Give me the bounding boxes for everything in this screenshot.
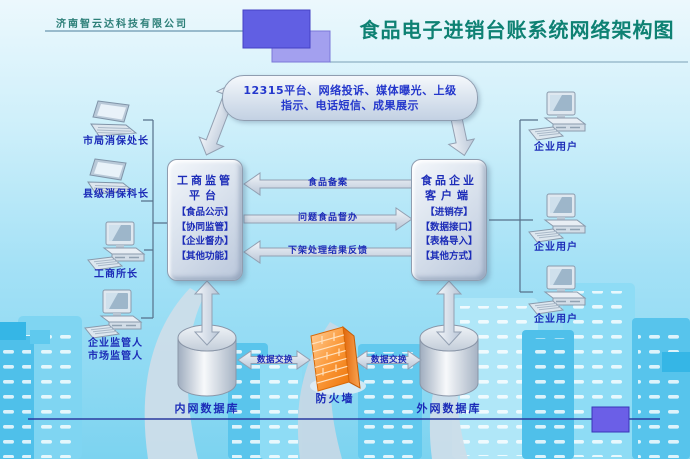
extranet-db-label: 外网数据库 xyxy=(416,402,482,415)
client-db-arrow xyxy=(435,280,463,346)
flow-feedback-label: 下架处理结果反馈 xyxy=(287,246,368,256)
client-item: 【其他方式】 xyxy=(420,250,478,262)
left-bus-lines xyxy=(141,119,167,319)
problem-food-arrow xyxy=(243,207,413,231)
platform-item: 【协同监管】 xyxy=(176,221,234,233)
client-label-enterprise-user-2: 企业用户 xyxy=(534,242,578,253)
bottom-network-node xyxy=(591,406,630,433)
channels-callout: 12315平台、网络投诉、媒体曝光、上级 指示、电话短信、成果展示 xyxy=(222,75,478,121)
client-title: 食品企业 xyxy=(421,174,477,187)
platform-title2: 平台 xyxy=(189,189,221,202)
firewall-icon xyxy=(310,325,366,395)
client-label-line1: 企业监管人 xyxy=(88,338,143,349)
exchange-right-arrow xyxy=(353,350,422,370)
deco-rect-dark xyxy=(242,9,311,49)
client-label-city-bureau: 市局消保处长 xyxy=(83,136,149,147)
platform-item: 【其他功能】 xyxy=(176,250,234,262)
laptop-icon xyxy=(90,100,137,137)
page-title: 食品电子进销台账系统网络架构图 xyxy=(359,18,675,42)
flow-problem-food-label: 问题食品督办 xyxy=(297,213,358,223)
intranet-db-label: 内网数据库 xyxy=(174,402,240,415)
exchange-left-arrow xyxy=(237,350,311,370)
company-name: 济南智云达科技有限公司 xyxy=(56,19,188,30)
enterprise-client-box: 食品企业 客户端 【进销存】 【数据接口】 【表格导入】 【其他方式】 xyxy=(411,159,487,281)
platform-item: 【食品公示】 xyxy=(176,207,234,218)
callout-line2: 指示、电话短信、成果展示 xyxy=(281,99,419,112)
client-item: 【表格导入】 xyxy=(420,236,478,247)
building-cube xyxy=(30,330,50,344)
flow-food-record-label: 食品备案 xyxy=(307,178,348,188)
desktop-computer-icon xyxy=(84,289,142,339)
client-label-enterprise-user-1: 企业用户 xyxy=(534,142,578,153)
desktop-computer-icon xyxy=(87,221,145,271)
exchange-right-label: 数据交换 xyxy=(370,355,407,365)
right-bus-lines xyxy=(489,119,538,293)
client-label-supervisors: 企业监管人 市场监管人 xyxy=(68,337,163,363)
building-cube xyxy=(662,352,690,372)
platform-title: 工商监管 xyxy=(177,174,233,187)
platform-db-arrow xyxy=(193,280,221,346)
callout-line1: 12315平台、网络投诉、媒体曝光、上级 xyxy=(243,84,457,97)
platform-item: 【企业督办】 xyxy=(176,236,234,247)
desktop-computer-icon xyxy=(528,91,586,141)
client-item: 【进销存】 xyxy=(425,207,473,218)
building-cube xyxy=(0,322,26,340)
client-item: 【数据接口】 xyxy=(420,221,478,233)
client-label-enterprise-user-3: 企业用户 xyxy=(534,314,578,325)
supervision-platform-box: 工商监管 平台 【食品公示】 【协同监管】 【企业督办】 【其他功能】 xyxy=(167,159,243,281)
exchange-left-label: 数据交换 xyxy=(256,355,293,365)
desktop-computer-icon xyxy=(528,193,586,243)
client-label-line2: 市场监管人 xyxy=(88,351,143,362)
client-label-county: 县级消保科长 xyxy=(83,189,149,200)
client-label-office-chief: 工商所长 xyxy=(94,269,138,280)
firewall-label: 防火墙 xyxy=(315,392,355,405)
client-title2: 客户端 xyxy=(425,189,473,202)
city-skyline xyxy=(0,283,690,459)
